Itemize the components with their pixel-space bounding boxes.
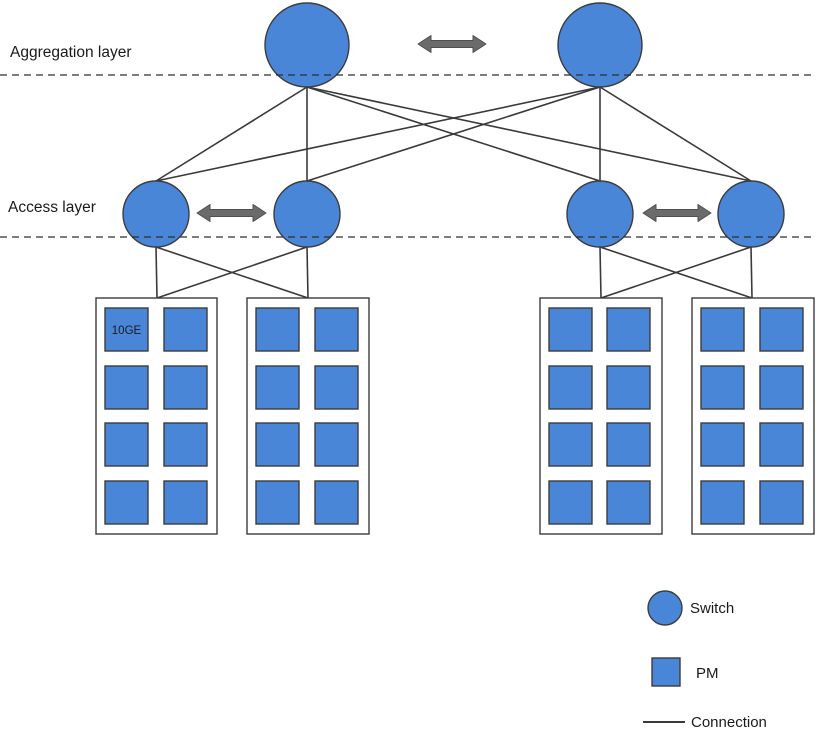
pm-node — [314, 307, 359, 352]
aggregation-switch-1 — [264, 2, 350, 88]
pm-node — [700, 480, 745, 525]
pm-node — [104, 422, 149, 467]
aggregation-access-links — [155, 86, 752, 182]
access-switch-4 — [717, 180, 785, 248]
legend-connection-label: Connection — [691, 714, 767, 731]
pm-node — [700, 307, 745, 352]
pm-node — [255, 365, 300, 410]
pm-node — [163, 422, 208, 467]
pm-node — [255, 422, 300, 467]
link-access3-rack3 — [599, 246, 602, 299]
legend-switch-icon — [647, 590, 683, 626]
link-access1-rack1 — [155, 246, 158, 299]
pm-node — [606, 365, 651, 410]
pm-node — [606, 307, 651, 352]
rack-2 — [246, 297, 370, 535]
link-agg1-access4 — [306, 86, 752, 182]
pm-node — [255, 307, 300, 352]
access-switch-1 — [122, 180, 190, 248]
switch-nodes — [122, 2, 785, 248]
pm-node — [759, 307, 804, 352]
access-switch-3 — [566, 180, 634, 248]
legend-switch-label: Switch — [690, 600, 734, 617]
access-peer-link-arrow-left — [196, 204, 267, 222]
pm-node — [163, 365, 208, 410]
aggregation-peer-link-arrow — [417, 35, 487, 53]
pm-node — [700, 422, 745, 467]
pm-node — [163, 307, 208, 352]
pm-node — [104, 365, 149, 410]
access-rack-links — [155, 246, 753, 299]
link-agg2-access2 — [306, 86, 601, 182]
pm-node — [700, 365, 745, 410]
pm-port-label: 10GE — [112, 325, 142, 337]
pm-node — [163, 480, 208, 525]
rack-4 — [691, 297, 815, 535]
access-layer-label: Access layer — [8, 199, 96, 216]
pm-node-10ge — [104, 307, 149, 352]
aggregation-layer-label: Aggregation layer — [10, 44, 132, 61]
rack-1: 10GE — [95, 297, 218, 535]
pm-node — [104, 480, 149, 525]
pm-node — [759, 365, 804, 410]
link-agg2-access1 — [155, 86, 601, 182]
pm-node — [314, 480, 359, 525]
pm-node — [548, 307, 593, 352]
aggregation-switch-2 — [557, 2, 643, 88]
link-agg1-access1 — [155, 86, 308, 182]
pm-node — [314, 422, 359, 467]
pm-node — [606, 422, 651, 467]
legend-pm-icon — [651, 657, 681, 687]
pm-node — [255, 480, 300, 525]
pm-node — [548, 480, 593, 525]
pm-node — [548, 422, 593, 467]
rack-3 — [539, 297, 663, 535]
link-access2-rack1 — [156, 246, 308, 299]
link-access2-rack2 — [306, 246, 309, 299]
pm-node — [759, 480, 804, 525]
pm-node — [606, 480, 651, 525]
link-access4-rack4 — [750, 246, 753, 299]
legend: Switch PM Connection — [643, 590, 767, 731]
access-peer-link-arrow-right — [642, 204, 712, 222]
legend-pm-label: PM — [696, 665, 719, 682]
link-access4-rack3 — [600, 246, 752, 299]
pm-node — [314, 365, 359, 410]
pm-node — [548, 365, 593, 410]
link-agg2-access4 — [599, 86, 752, 182]
pm-node — [759, 422, 804, 467]
access-switch-2 — [273, 180, 341, 248]
